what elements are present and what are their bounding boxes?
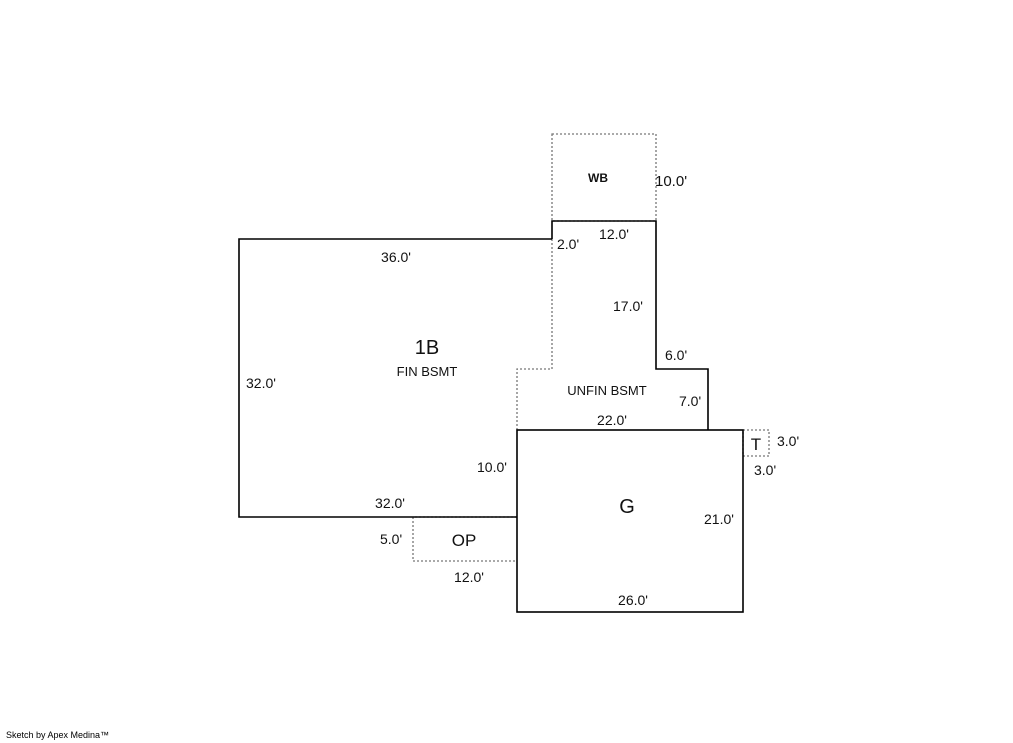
- dim-unfin-bottom: 22.0': [597, 412, 627, 428]
- t-outline: [742, 429, 770, 457]
- wb-code: WB: [588, 171, 608, 185]
- dim-fin-top: 36.0': [381, 249, 411, 265]
- fin-bsmt-name: FIN BSMT: [397, 364, 458, 379]
- dim-unfin-right: 17.0': [613, 298, 643, 314]
- sketch-credit: Sketch by Apex Medina™: [6, 730, 110, 740]
- dim-t-width: 3.0': [777, 433, 799, 449]
- dim-unfin-jog: 6.0': [665, 347, 687, 363]
- fin-bsmt-outline: [238, 238, 552, 518]
- dim-garage-right: 21.0': [704, 511, 734, 527]
- wb-outline: [551, 133, 657, 222]
- dim-garage-bottom: 26.0': [618, 592, 648, 608]
- dim-porch-width: 12.0': [454, 569, 484, 585]
- dim-fin-bottom: 32.0': [375, 495, 405, 511]
- unfin-bsmt-name: UNFIN BSMT: [567, 383, 647, 398]
- unfin-bsmt-dotted-wall: [516, 239, 553, 430]
- dim-porch-depth: 5.0': [380, 531, 402, 547]
- dim-fin-left: 32.0': [246, 375, 276, 391]
- dim-unfin-jog-down: 7.0': [679, 393, 701, 409]
- dim-fin-right-lower: 10.0': [477, 459, 507, 475]
- unfin-bsmt-outline: [551, 220, 709, 430]
- t-code: T: [751, 435, 761, 454]
- dim-t-depth: 3.0': [754, 462, 776, 478]
- porch-code: OP: [452, 531, 477, 550]
- dim-wb-width: 12.0': [599, 226, 629, 242]
- dim-step: 2.0': [557, 236, 579, 252]
- dim-wb-depth: 10.0': [655, 173, 687, 190]
- garage-code: G: [619, 496, 635, 518]
- garage-outline: [516, 429, 744, 613]
- fin-bsmt-code: 1B: [415, 337, 439, 359]
